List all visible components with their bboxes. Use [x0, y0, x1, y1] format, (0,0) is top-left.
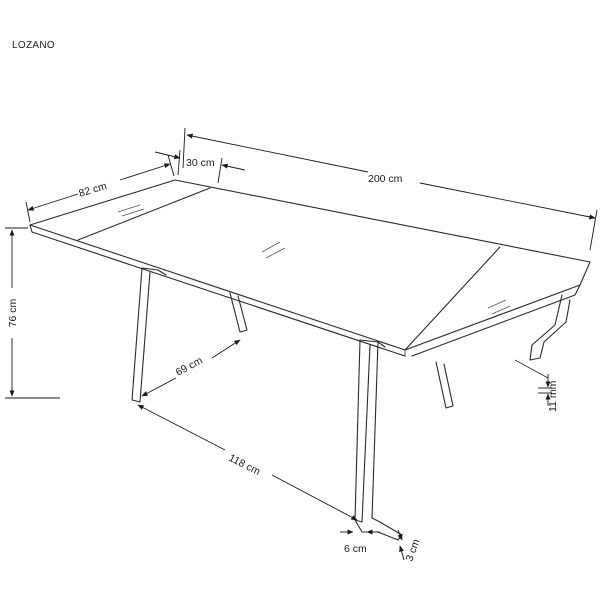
dimension-width: 82 cm — [25, 154, 175, 223]
table-top — [29, 179, 591, 357]
leg-depth-label: 3 cm — [404, 537, 423, 563]
leg-length-label: 118 cm — [227, 452, 263, 478]
height-label: 76 cm — [7, 298, 19, 327]
product-title: LOZANO — [12, 40, 55, 51]
dimension-length: 200 cm — [182, 127, 598, 251]
leg-width-label: 69 cm — [174, 355, 205, 379]
dimension-leg-width: 69 cm — [141, 339, 241, 397]
dimension-height: 76 cm — [5, 227, 60, 399]
dimension-glass-thickness: 11 mm — [538, 374, 559, 412]
leg-thickness-label: 6 cm — [344, 543, 367, 555]
glass-thickness-label: 11 mm — [547, 380, 559, 412]
extension-label: 30 cm — [186, 157, 215, 169]
dimension-leg-thickness: 6 cm — [340, 529, 380, 555]
table-legs — [131, 267, 454, 541]
dimension-leg-length: 118 cm — [137, 404, 358, 521]
glass-reflection-marks — [117, 204, 511, 315]
dimension-extension: 30 cm — [154, 149, 246, 184]
extension-rail — [514, 294, 571, 379]
length-label: 200 cm — [368, 173, 403, 185]
width-label: 82 cm — [77, 180, 108, 200]
